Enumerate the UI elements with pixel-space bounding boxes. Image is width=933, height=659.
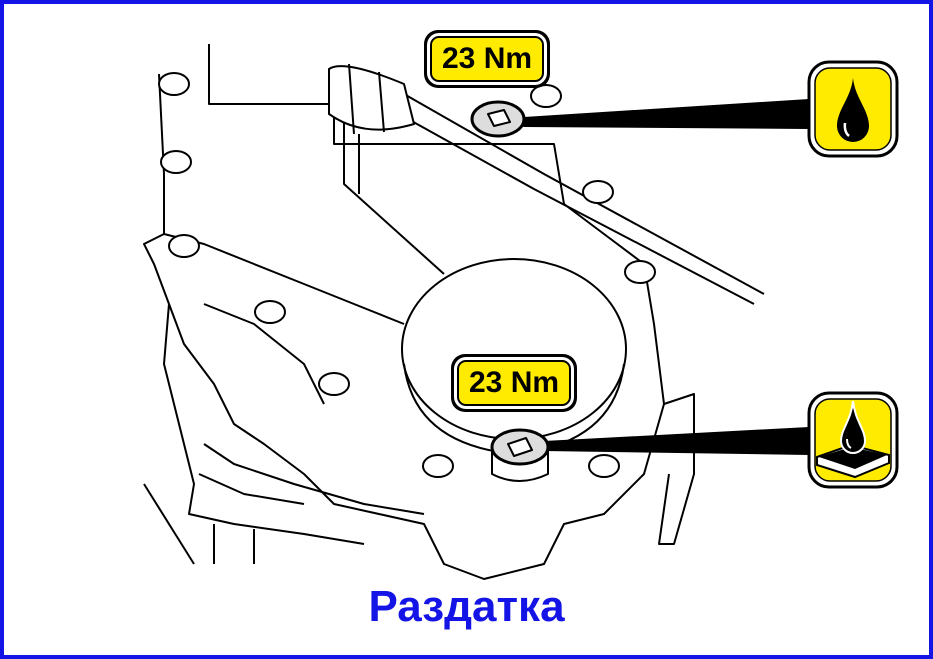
transfer-case-drawing [143,44,810,580]
sealant-drop-icon [807,391,899,489]
torque-label-bottom: 23 Nm [451,354,578,412]
drain-plug [490,428,550,482]
torque-value: 23 Nm [430,36,545,82]
torque-value: 23 Nm [457,360,572,406]
caption: Раздатка [368,582,565,631]
fill-plug [470,100,526,138]
torque-label-top: 23 Nm [424,30,551,88]
oil-drop-icon [807,60,899,158]
